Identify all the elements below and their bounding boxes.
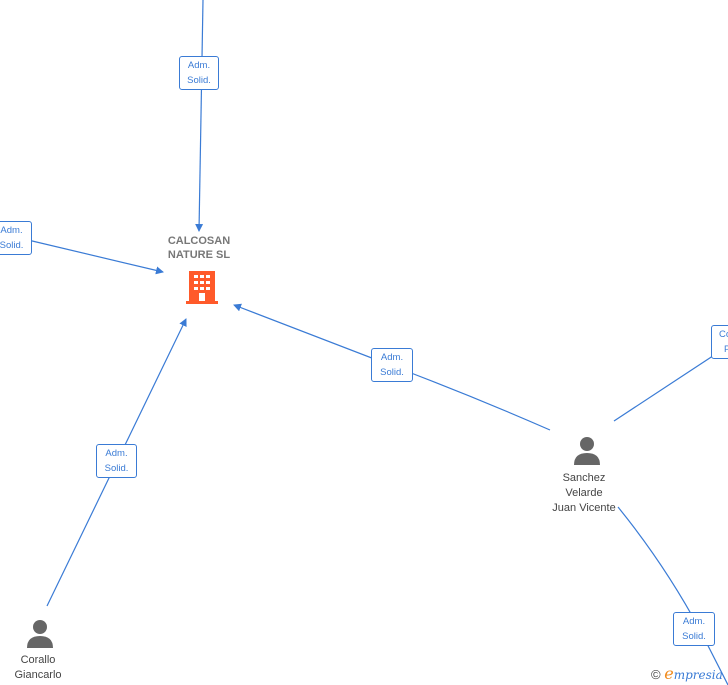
edge-label-role: Co: [719, 329, 728, 340]
edge-label-role: Adm.: [0, 225, 23, 236]
person-name-line: Velarde: [565, 487, 603, 499]
edge-label-role: Adm.: [682, 616, 706, 627]
edge-label-top: Adm. Solid.: [179, 56, 219, 90]
person-name-line: Corallo: [20, 654, 56, 666]
person-icon[interactable]: [26, 619, 54, 649]
edge-label-type: Solid.: [380, 367, 404, 378]
person-name-line: Giancarlo: [14, 669, 62, 681]
edge-label-role: Adm.: [105, 448, 128, 459]
edge-label-left: Adm. Solid.: [0, 221, 32, 255]
edge-left-to-company: [27, 239, 164, 275]
company-name-line: CALCOSAN: [167, 235, 231, 247]
empresia-logo: © empresia: [651, 664, 723, 683]
brand-initial: e: [664, 664, 674, 683]
copyright-symbol: ©: [651, 667, 661, 682]
edge-label-right-bottom: Adm. Solid.: [673, 612, 715, 646]
edge-sanchez-to-right: [613, 345, 728, 422]
company-name[interactable]: CALCOSAN NATURE SL: [139, 234, 259, 262]
edge-top-to-company: [195, 0, 204, 232]
edge-label-sanchez: Adm. Solid.: [371, 348, 413, 382]
edge-label-right-top: Co P: [711, 325, 728, 359]
person-name-corallo[interactable]: Corallo Giancarlo: [0, 653, 93, 683]
edge-label-type: Solid.: [187, 75, 211, 86]
person-name-line: Sanchez: [562, 472, 606, 484]
edge-label-type: P: [724, 344, 728, 355]
edge-label-type: Solid.: [0, 240, 24, 251]
person-icon[interactable]: [573, 436, 601, 466]
edge-label-type: Solid.: [682, 631, 706, 642]
company-name-line: NATURE SL: [167, 249, 231, 261]
person-name-line: Juan Vicente: [552, 502, 616, 514]
edge-label-role: Adm.: [380, 352, 404, 363]
edge-sanchez-to-bottom-right: [617, 506, 728, 685]
person-name-sanchez[interactable]: Sanchez Velarde Juan Vicente: [529, 471, 639, 516]
edge-label-corallo: Adm. Solid.: [96, 444, 137, 478]
brand-name: mpresia: [673, 668, 723, 682]
edge-label-role: Adm.: [187, 60, 211, 71]
edge-label-type: Solid.: [104, 463, 129, 474]
building-icon[interactable]: [186, 270, 218, 304]
